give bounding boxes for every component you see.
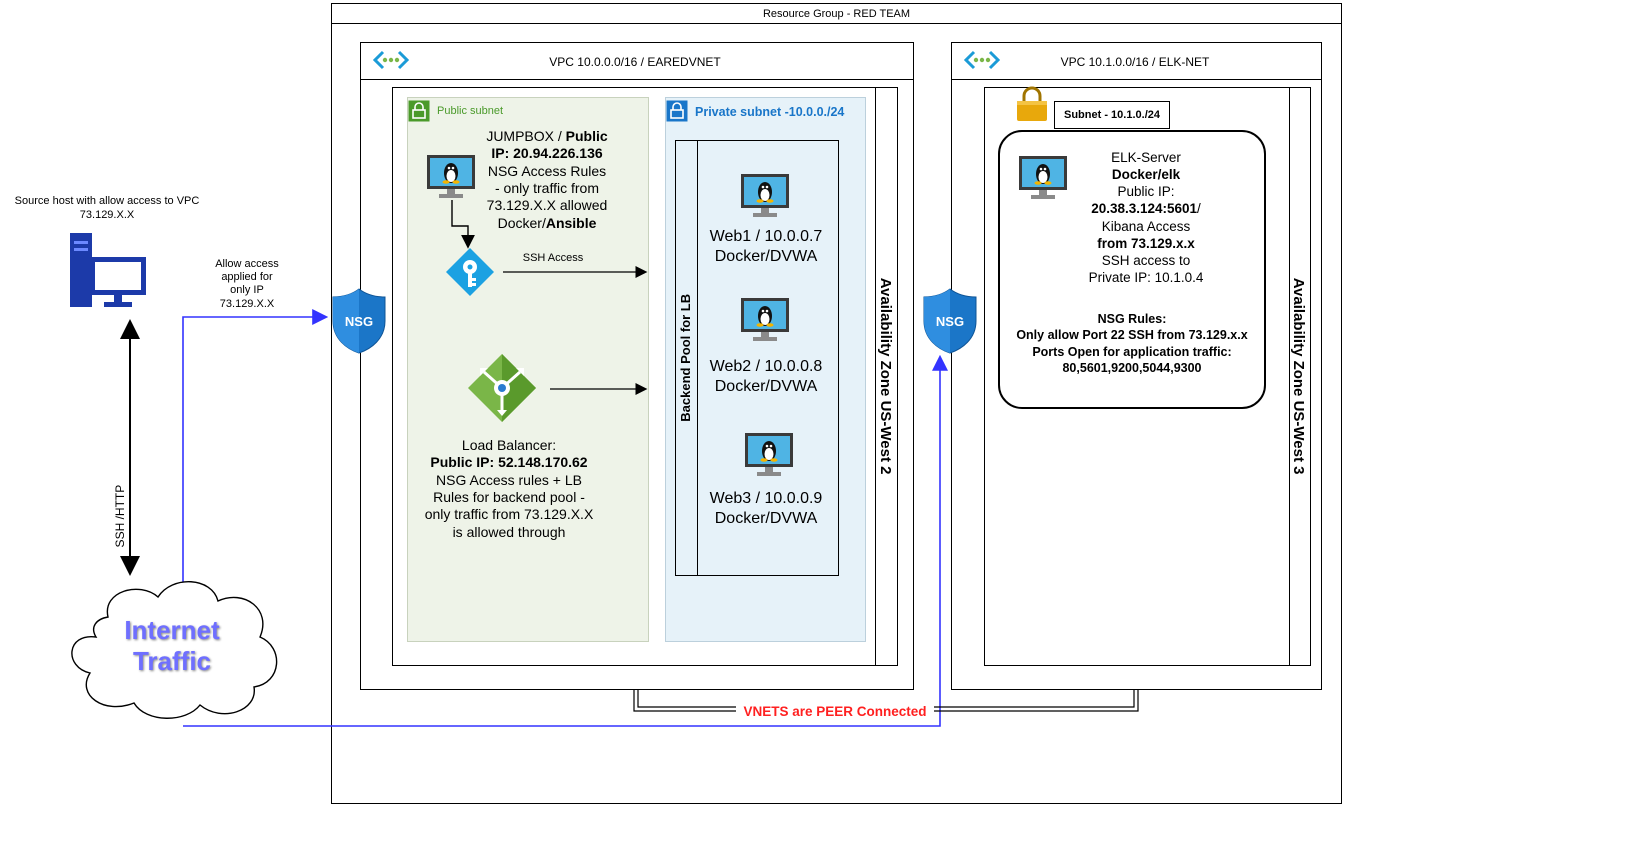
source-host-line1: Source host with allow access to VPC (14, 195, 200, 207)
web2-linux-vm-icon (741, 298, 789, 341)
allow-access-line2: applied for (221, 271, 273, 284)
nsg1-shield-icon (332, 288, 386, 354)
vpc2-title: VPC 10.1.0.0/16 / ELK-NET (1060, 55, 1210, 69)
jumpbox-line1: JUMPBOX / Public (470, 128, 624, 145)
elk-line10: Only allow Port 22 SSH from 73.129.x.x (1016, 328, 1248, 343)
private-subnet-label: Private subnet -10.0.0./24 (695, 105, 845, 119)
web3-label: Web3 / 10.0.0.9 Docker/DVWA (700, 489, 832, 528)
internet-label: Internet Traffic (92, 615, 252, 676)
lb-line1: Load Balancer: (461, 437, 557, 453)
resource-group-title: Resource Group - RED TEAM (762, 8, 911, 20)
elk-nsg-rules: NSG Rules: Only allow Port 22 SSH from 7… (1000, 311, 1264, 376)
elk-line5: Kibana Access (1101, 218, 1191, 234)
internet-to-nsg2-arrow (183, 354, 948, 727)
lb-line4: Rules for backend pool - (433, 489, 585, 506)
web1-label: Web1 / 10.0.0.7 Docker/DVWA (700, 227, 832, 266)
allow-access-line4: 73.129.X.X (219, 297, 275, 310)
subnet-label: Subnet - 10.1.0./24 (1064, 109, 1160, 121)
jumpbox-line6: Docker/Ansible (470, 215, 624, 232)
elk-line1: ELK-Server (1111, 150, 1181, 165)
private-subnet-lock-icon (666, 100, 688, 122)
jumpbox-line4: - only traffic from (495, 180, 599, 197)
public-subnet-label: Public subnet (437, 105, 504, 117)
elk-line3: Public IP: (1117, 184, 1175, 200)
resource-group-header (331, 3, 1342, 24)
elk-line11: Ports Open for application traffic: (1032, 344, 1232, 359)
nsg1-label: NSG (344, 314, 374, 329)
jumpbox-line6a: Docker/ (497, 214, 546, 231)
jumpbox-line1b: Public (565, 128, 608, 144)
lb-line6: is allowed through (452, 523, 566, 540)
jumpbox-to-key-arrow (451, 200, 475, 249)
internet-cloud-icon (71, 581, 278, 719)
web2-label: Web2 / 10.0.0.8 Docker/DVWA (700, 357, 832, 396)
web1-line1: Web1 / 10.0.0.7 (709, 228, 823, 245)
jumpbox-line6b: Ansible (545, 214, 597, 231)
jumpbox-line5: 73.129.X.X allowed (486, 197, 608, 214)
subnet-label-box (1054, 101, 1170, 129)
source-host-line2: 73.129.X.X (79, 208, 135, 221)
elk-line9: NSG Rules: (1097, 312, 1167, 326)
backend-pool-strip (675, 140, 698, 576)
ssh-key-icon (446, 248, 494, 296)
elk-server-description: ELK-Server Docker/elk Public IP: 20.38.3… (1066, 149, 1226, 286)
internet-line1: Internet (124, 615, 220, 645)
nsg2-shield-icon (923, 288, 977, 354)
allow-access-line3: only IP (230, 284, 264, 297)
source-host-label: Source host with allow access to VPC 73.… (0, 195, 214, 223)
peer-connection-label: VNETS are PEER Connected (736, 703, 934, 722)
jumpbox-line3: NSG Access Rules (487, 162, 607, 179)
lb-line2: Public IP: 52.148.170.62 (430, 454, 588, 471)
elk-linux-vm-icon (1019, 156, 1067, 199)
web3-line2: Docker/DVWA (714, 509, 818, 527)
ssh-access-label: SSH Access (522, 252, 584, 264)
web2-line1: Web2 / 10.0.0.8 (709, 358, 823, 375)
jumpbox-line2: IP: 20.94.226.136 (491, 145, 603, 162)
vpc1-header (360, 42, 914, 80)
elk-line7: SSH access to (1101, 252, 1191, 268)
lb-line3: NSG Access rules + LB (436, 471, 582, 488)
web3-linux-vm-icon (745, 433, 793, 476)
web2-line2: Docker/DVWA (714, 377, 818, 395)
elk-line6: from 73.129.x.x (1097, 235, 1195, 251)
vpc2-header (951, 42, 1322, 80)
allow-access-line1: Allow access (215, 258, 279, 270)
vpc2-vnet-icon (964, 50, 1000, 70)
load-balancer-icon (468, 354, 536, 422)
elk-line2: Docker/elk (1111, 167, 1181, 183)
elk-line8: Private IP: 10.1.0.4 (1088, 269, 1204, 285)
jumpbox-description: JUMPBOX / Public IP: 20.94.226.136 NSG A… (470, 128, 624, 232)
vpc2-zone-strip (1289, 87, 1311, 666)
internet-line2: Traffic (132, 645, 212, 676)
web1-linux-vm-icon (741, 174, 789, 217)
elk-line4a: 20.38.3.124:5601 (1091, 201, 1198, 217)
vpc1-zone-strip (875, 87, 898, 666)
nsg2-label: NSG (935, 314, 965, 329)
jumpbox-linux-vm-icon (427, 155, 475, 198)
vpc1-vnet-icon (373, 50, 409, 70)
elk-line4b: / (1197, 201, 1201, 217)
jumpbox-line1a: JUMPBOX / (486, 128, 566, 144)
internet-to-nsg1-arrow (182, 309, 329, 582)
web3-line1: Web3 / 10.0.0.9 (709, 490, 823, 507)
lb-line5: only traffic from 73.129.X.X (424, 506, 594, 523)
elk-line12: 80,5601,9200,5044,9300 (1062, 360, 1202, 375)
elk-line4: 20.38.3.124:5601/ (1066, 200, 1226, 217)
public-subnet-lock-icon (408, 100, 430, 122)
vpc1-title: VPC 10.0.0.0/16 / EAREDVNET (549, 55, 721, 69)
source-host-computer-icon (70, 233, 146, 307)
load-balancer-description: Load Balancer: Public IP: 52.148.170.62 … (409, 437, 609, 541)
allow-access-label: Allow access applied for only IP 73.129.… (196, 258, 298, 311)
web1-line2: Docker/DVWA (714, 247, 818, 265)
elk-subnet-padlock-icon (1017, 86, 1047, 121)
